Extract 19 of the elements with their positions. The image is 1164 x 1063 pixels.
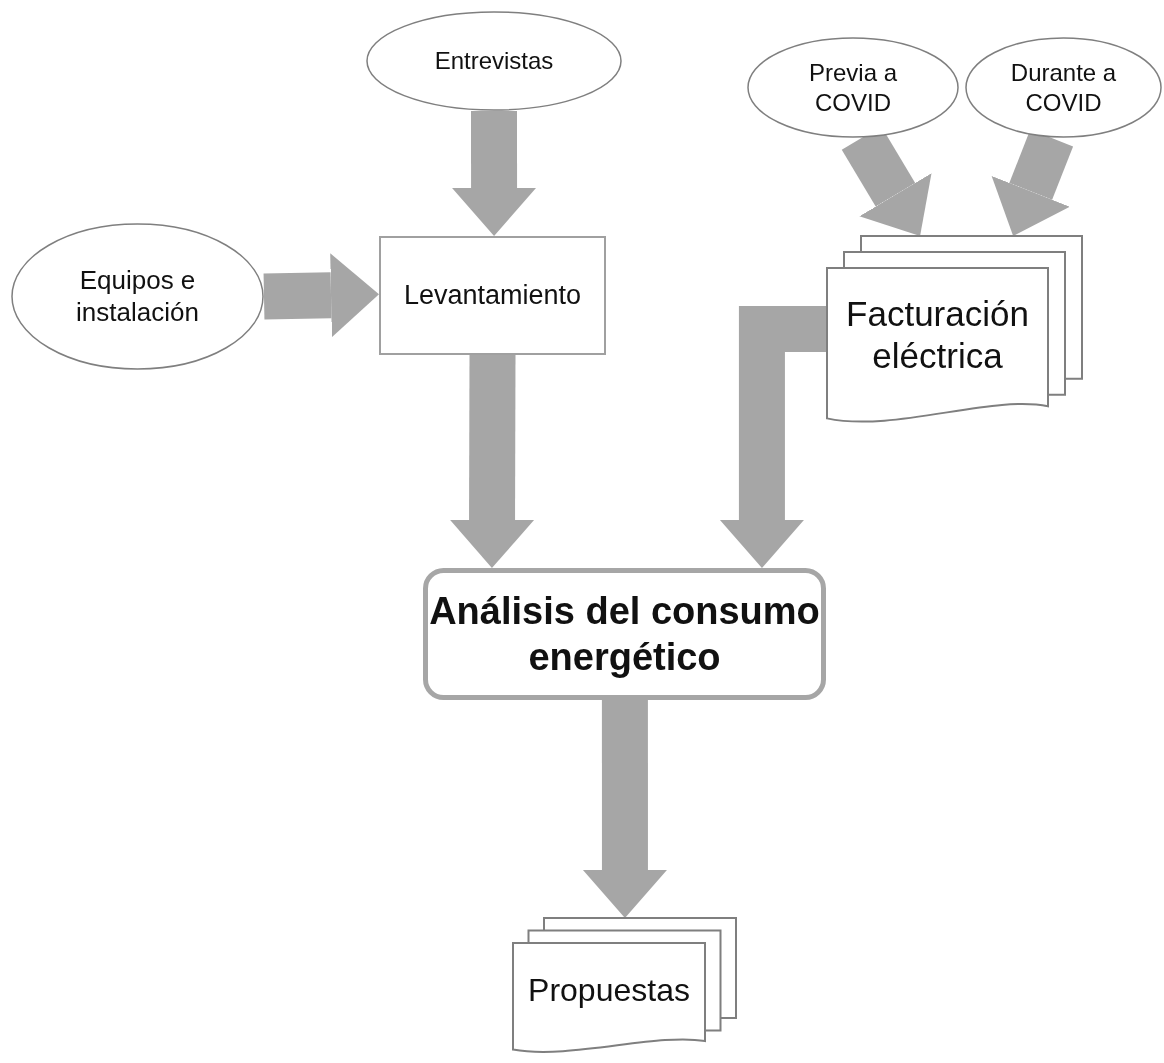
ellipse-node xyxy=(747,37,959,138)
ellipse-node xyxy=(11,223,264,370)
process-box xyxy=(423,568,826,700)
node-text: Propuestas xyxy=(527,971,691,1011)
node-text: Levantamiento xyxy=(402,279,583,313)
node-text: Durante a COVID xyxy=(1009,58,1118,118)
node-text: Facturación eléctrica xyxy=(845,292,1030,378)
node-text: Previa a COVID xyxy=(807,58,898,118)
block-arrow xyxy=(582,700,667,918)
ellipse-node xyxy=(965,37,1162,138)
node-text: Entrevistas xyxy=(433,46,555,77)
ellipse-node xyxy=(366,11,622,111)
block-arrow xyxy=(452,111,537,236)
block-arrow xyxy=(719,306,827,568)
node-text: Equipos e instalación xyxy=(75,263,200,329)
block-arrow xyxy=(450,354,535,568)
block-arrow xyxy=(263,253,379,338)
process-box xyxy=(379,236,606,355)
node-text: Análisis del consumo energético xyxy=(428,588,821,680)
